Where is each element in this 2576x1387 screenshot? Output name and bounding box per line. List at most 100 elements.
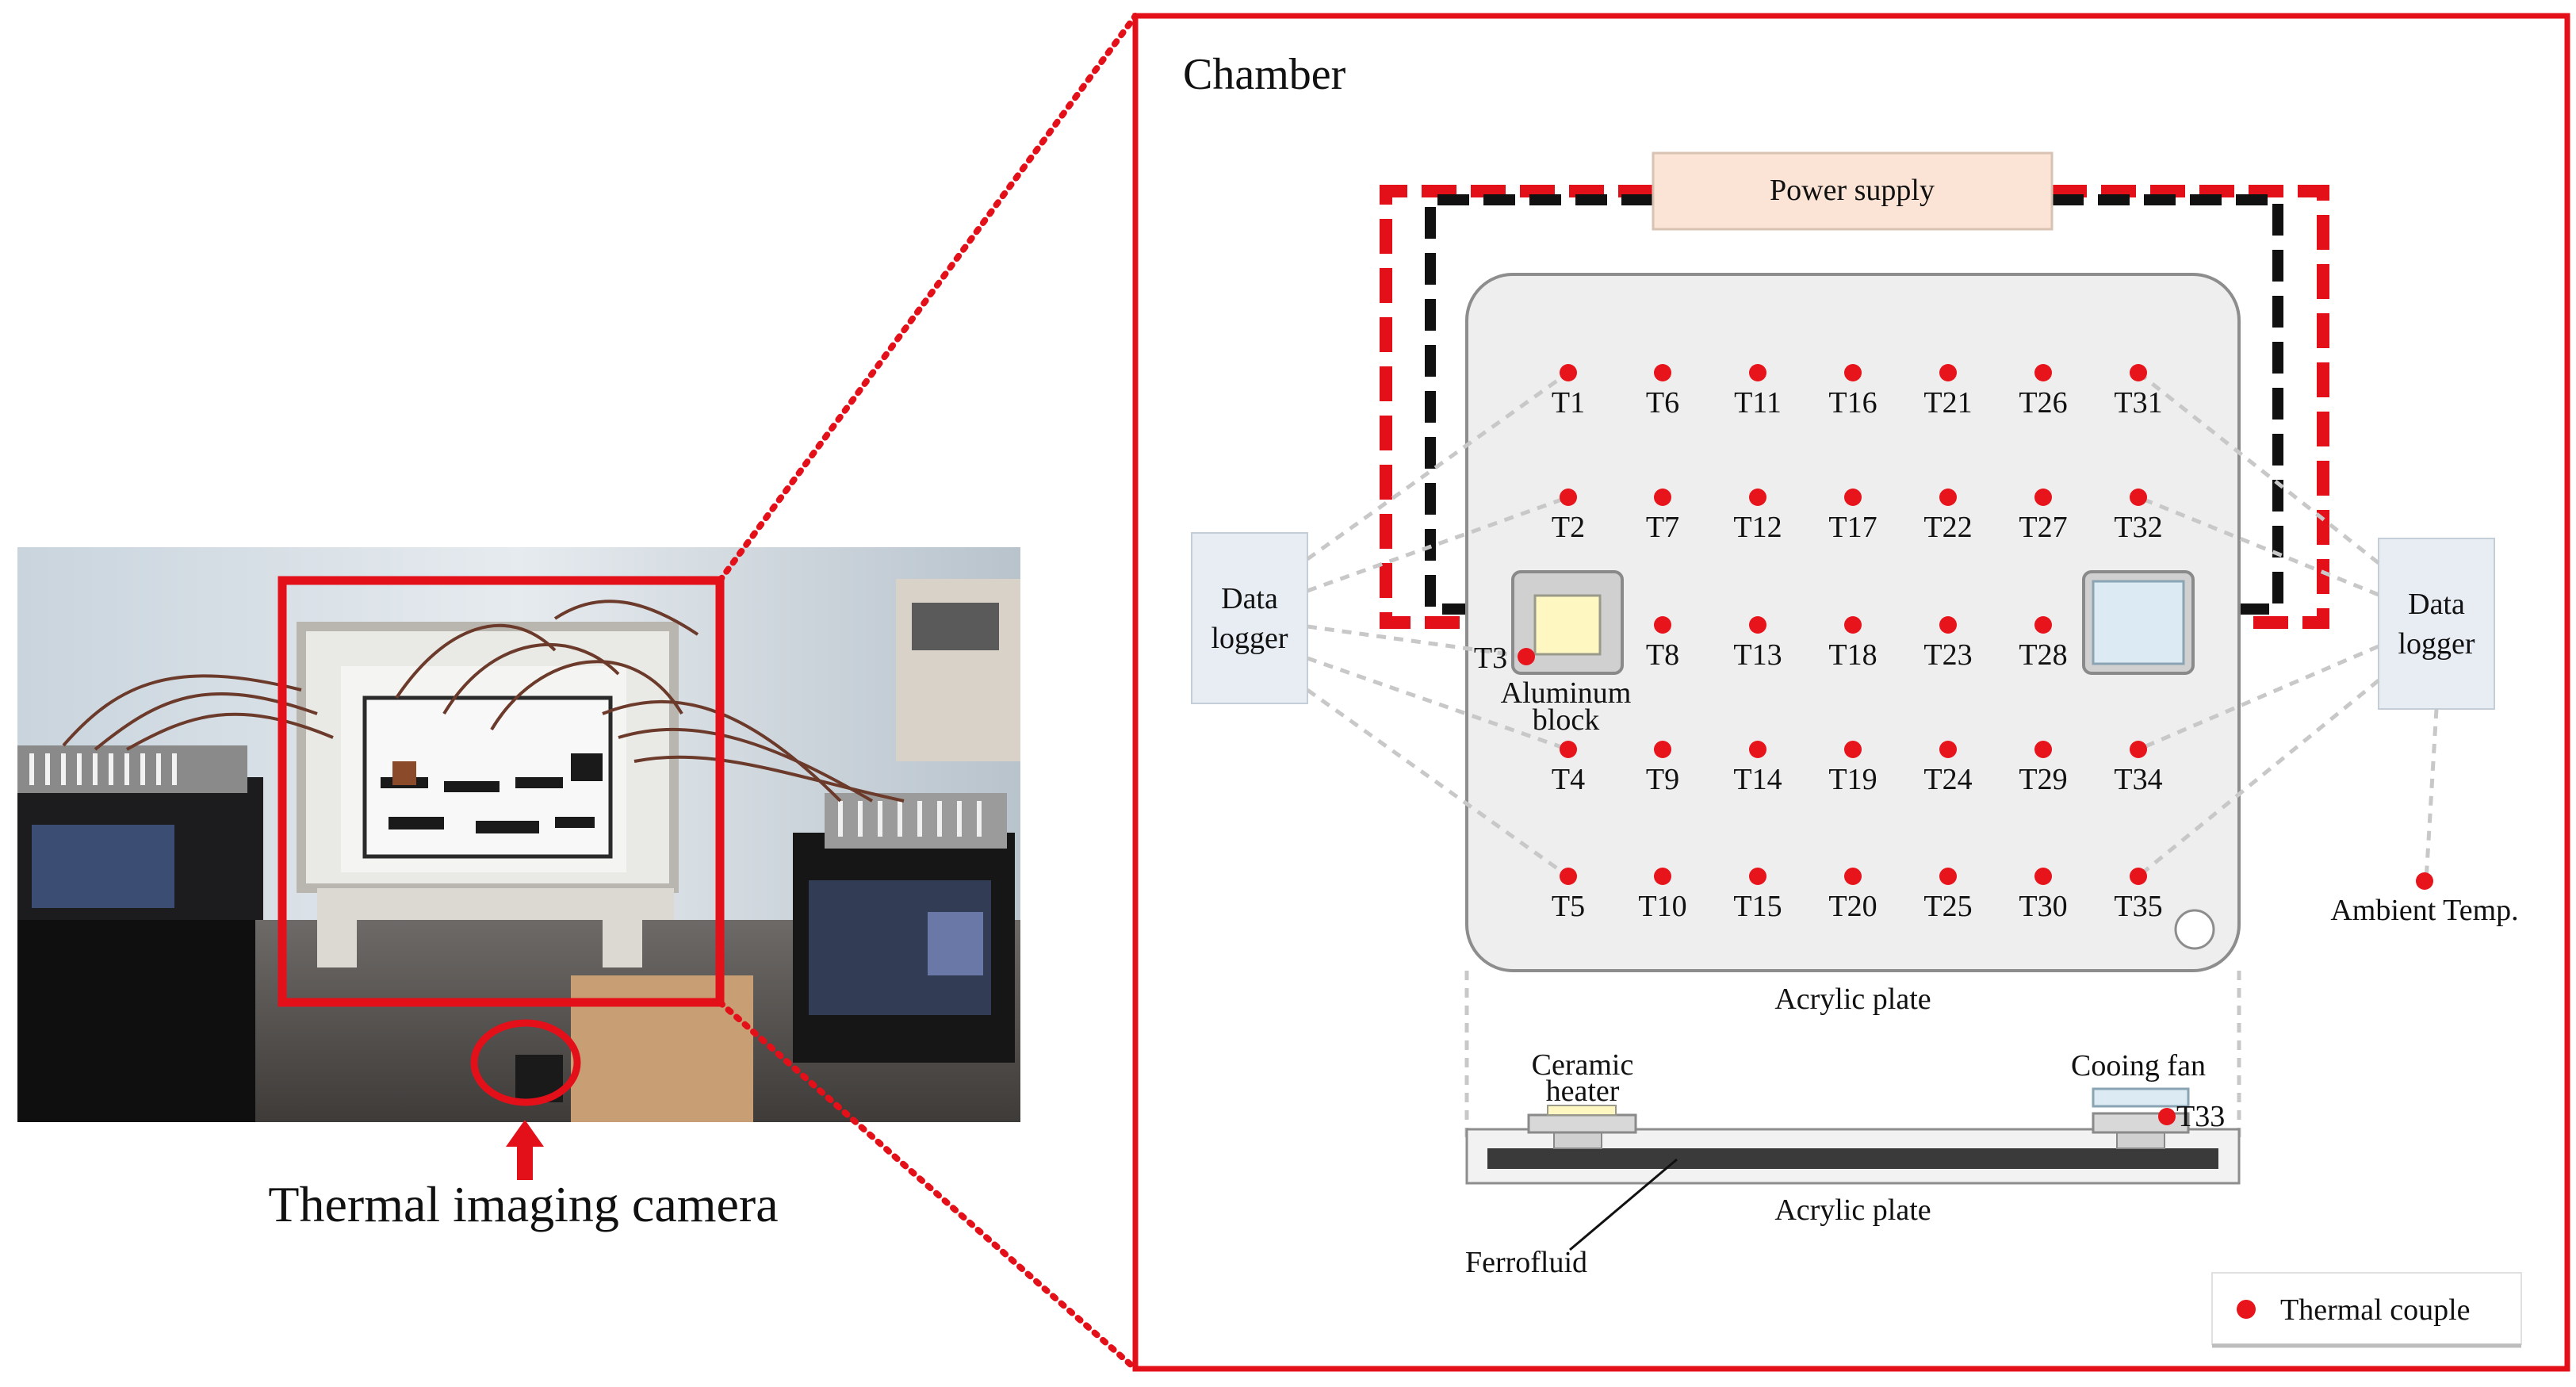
sensor-label-t23: T23	[1923, 638, 1972, 672]
sensor-dot-t29	[2034, 741, 2052, 758]
sensor-dot-t35	[2130, 868, 2147, 885]
sensor-label-t22: T22	[1923, 511, 1972, 544]
sensor-dot-t32	[2130, 489, 2147, 506]
acrylic-plate-top-label: Acrylic plate	[1774, 983, 1931, 1016]
t33-dot	[2158, 1108, 2176, 1125]
sensor-dot-t8	[1654, 616, 1671, 634]
sensor-label-t31: T31	[2114, 386, 2162, 420]
ambient-temp-label: Ambient Temp.	[2330, 894, 2518, 927]
power-supply-box	[1652, 151, 2054, 231]
plate-hole	[2174, 909, 2215, 950]
heater-side	[1547, 1105, 1617, 1116]
sensor-label-t20: T20	[1828, 890, 1877, 923]
legend-dot	[2237, 1300, 2256, 1319]
sensor-dot-t4	[1560, 741, 1577, 758]
fan-side	[2092, 1087, 2190, 1108]
camera-highlight-circle	[470, 1019, 581, 1106]
sensor-dot-t16	[1844, 364, 1862, 381]
sensor-dot-t24	[1939, 741, 1957, 758]
sensor-label-t7: T7	[1646, 511, 1679, 544]
ferrofluid-label: Ferrofluid	[1465, 1246, 1587, 1279]
sensor-dot-t5	[1560, 868, 1577, 885]
power-wiring	[1380, 185, 2329, 629]
data-logger-right-label-2: logger	[2398, 627, 2475, 661]
sensor-label-t15: T15	[1733, 890, 1782, 923]
sensor-dot-t9	[1654, 741, 1671, 758]
sensor-label-t21: T21	[1923, 386, 1972, 420]
sensor-label-t28: T28	[2019, 638, 2067, 672]
sensor-label-t29: T29	[2019, 763, 2067, 796]
data-logger-right-label-1: Data	[2408, 588, 2465, 621]
acrylic-plate-bottom-label: Acrylic plate	[1774, 1194, 1931, 1227]
sensor-label-t6: T6	[1646, 386, 1679, 420]
sensor-label-t2: T2	[1552, 511, 1585, 544]
side-view: T33 Ceramic heater Cooing fan Acrylic pl…	[1465, 1048, 2241, 1279]
sensor-label-t1: T1	[1552, 386, 1585, 420]
zoom-line-top	[717, 13, 1139, 584]
sensor-label-t24: T24	[1923, 763, 1972, 796]
sensor-dot-t27	[2034, 489, 2052, 506]
sensor-label-t4: T4	[1552, 763, 1585, 796]
sensor-label-t17: T17	[1828, 511, 1877, 544]
sensor-dot-t17	[1844, 489, 1862, 506]
sensor-dot-t21	[1939, 364, 1957, 381]
sensor-label-t19: T19	[1828, 763, 1877, 796]
zoom-line-bottom	[717, 999, 1139, 1372]
sensor-label-t16: T16	[1828, 386, 1877, 420]
sensor-dot-t20	[1844, 868, 1862, 885]
sensor-label-t18: T18	[1828, 638, 1877, 672]
aluminum-block-label-2: block	[1533, 703, 1599, 737]
legend-label: Thermal couple	[2280, 1293, 2471, 1327]
sensor-dot-t15	[1749, 868, 1766, 885]
sensor-label-t3: T3	[1474, 642, 1507, 675]
sensor-dot-t10	[1654, 868, 1671, 885]
aluminum-block-label-1: Aluminum	[1501, 676, 1632, 710]
sensor-label-t27: T27	[2019, 511, 2067, 544]
ceramic-heater-label-2: heater	[1546, 1075, 1620, 1108]
t33-label: T33	[2176, 1100, 2225, 1133]
thermocouple-wires	[1306, 370, 2439, 1142]
legend: Thermal couple	[2211, 1272, 2522, 1348]
sensor-dot-t18	[1844, 616, 1862, 634]
sensor-label-t11: T11	[1734, 386, 1782, 420]
photo-caption: Thermal imaging camera	[268, 1176, 778, 1232]
data-logger-right	[2378, 538, 2495, 710]
sensor-label-t5: T5	[1552, 890, 1585, 923]
sensor-label-t30: T30	[2019, 890, 2067, 923]
power-supply-label: Power supply	[1770, 174, 1935, 207]
data-logger-left-label-2: logger	[1211, 622, 1288, 655]
sensor-dot-t26	[2034, 364, 2052, 381]
cooling-fan-label: Cooing fan	[2071, 1049, 2206, 1082]
sensor-label-t13: T13	[1733, 638, 1782, 672]
lab-photo	[17, 547, 1020, 1122]
sensor-dot-t1	[1560, 364, 1577, 381]
sensor-label-t34: T34	[2114, 763, 2162, 796]
sensor-dot-t31	[2130, 364, 2147, 381]
sensor-dot-t22	[1939, 489, 1957, 506]
sensor-label-t9: T9	[1646, 763, 1679, 796]
ambient-temp-dot	[2416, 872, 2433, 890]
data-logger-left	[1191, 532, 1308, 704]
sensor-label-t25: T25	[1923, 890, 1972, 923]
sensor-dot-t2	[1560, 489, 1577, 506]
ferrofluid-channel	[1487, 1148, 2218, 1169]
chamber-highlight-box	[278, 576, 725, 1007]
sensor-dot-t14	[1749, 741, 1766, 758]
sensor-dot-t6	[1654, 364, 1671, 381]
sensor-label-t32: T32	[2114, 511, 2162, 544]
sensor-dot-t28	[2034, 616, 2052, 634]
sensor-label-t35: T35	[2114, 890, 2162, 923]
sensor-label-t26: T26	[2019, 386, 2067, 420]
sensor-dot-t12	[1749, 489, 1766, 506]
heater-top-view	[1533, 594, 1602, 656]
sensor-dot-t11	[1749, 364, 1766, 381]
sensor-label-t12: T12	[1733, 511, 1782, 544]
sensor-dot-t13	[1749, 616, 1766, 634]
sensor-label-t14: T14	[1733, 763, 1782, 796]
sensor-dot-t25	[1939, 868, 1957, 885]
sensor-dot-t7	[1654, 489, 1671, 506]
heater-base-side	[1527, 1113, 1637, 1134]
